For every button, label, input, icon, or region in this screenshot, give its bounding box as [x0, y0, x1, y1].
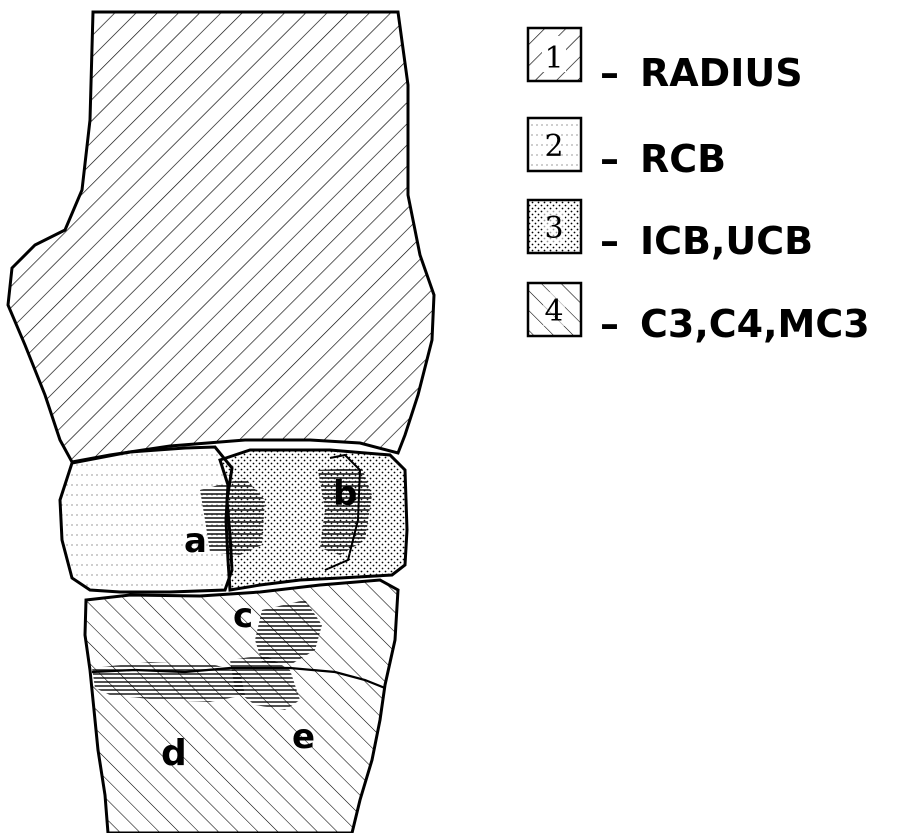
legend-number-radius: 1	[544, 41, 563, 76]
legend-separator-rcb: –	[600, 137, 619, 181]
point-label-a: a	[184, 521, 207, 561]
legend-item-rcb: 2 – RCB	[528, 118, 726, 181]
legend-label-radius: RADIUS	[640, 51, 803, 95]
legend-item-icb-ucb: 3 – ICB,UCB	[528, 200, 813, 263]
legend-number-rcb: 2	[544, 129, 563, 164]
legend-separator-radius: –	[600, 51, 619, 95]
lesion-a	[200, 478, 265, 555]
legend-number-c3-c4-mc3: 4	[544, 294, 563, 329]
legend-item-c3-c4-mc3: 4 – C3,C4,MC3	[528, 283, 870, 346]
legend-separator-icb-ucb: –	[600, 219, 619, 263]
legend-label-icb-ucb: ICB,UCB	[640, 219, 813, 263]
legend: 1 – RADIUS 2 – RCB 3 – ICB,UCB 4 – C3,C4…	[528, 28, 870, 346]
legend-separator-c3-c4-mc3: –	[600, 302, 619, 346]
legend-item-radius: 1 – RADIUS	[528, 28, 803, 95]
point-label-b: b	[333, 474, 357, 514]
radius-bone	[8, 12, 434, 462]
legend-number-icb-ucb: 3	[544, 211, 563, 246]
point-label-c: c	[233, 596, 253, 636]
point-label-e: e	[292, 717, 315, 757]
legend-label-c3-c4-mc3: C3,C4,MC3	[640, 302, 870, 346]
point-label-d: d	[161, 733, 187, 774]
legend-label-rcb: RCB	[640, 137, 726, 181]
